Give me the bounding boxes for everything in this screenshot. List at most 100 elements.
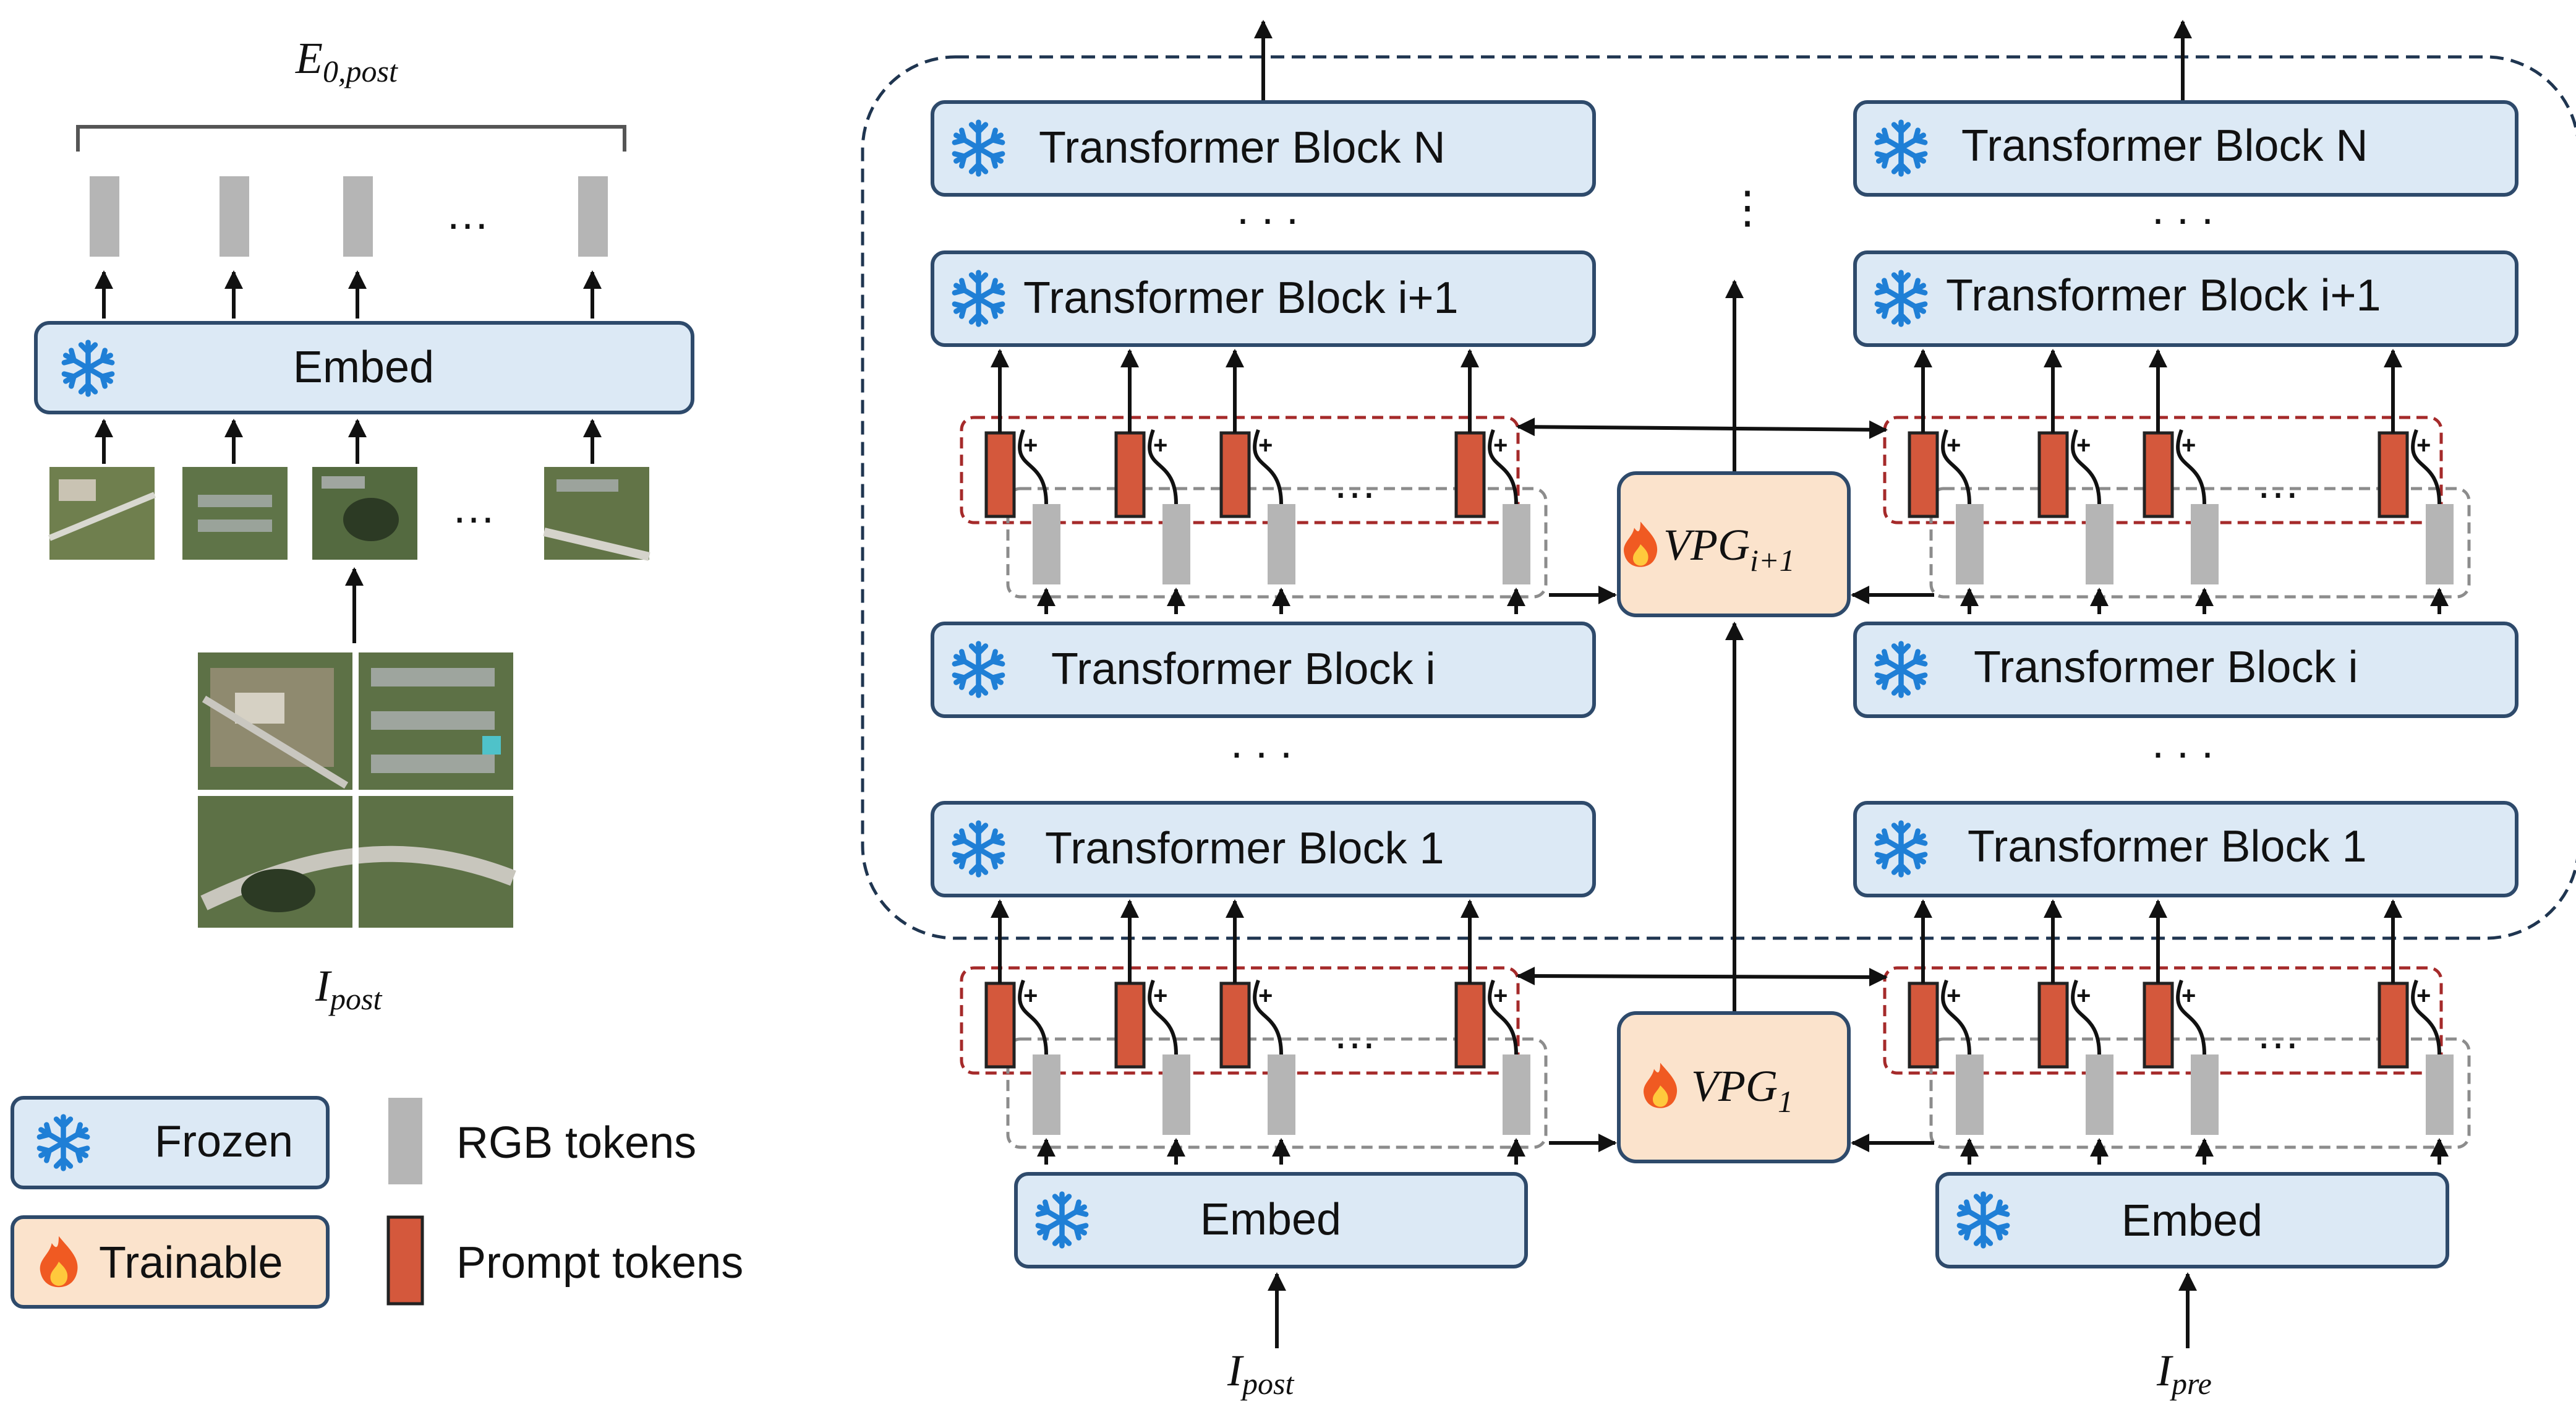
rgb-token [2086, 1054, 2113, 1135]
post-low-prompt-region [960, 966, 1520, 1075]
patch-4 [543, 467, 650, 561]
output-tokens [90, 176, 608, 257]
plus-sign: + [1947, 432, 1961, 459]
legend: Frozen Trainable RGB tokens Prompt token… [11, 1096, 743, 1309]
rgb-token [1033, 1054, 1060, 1135]
pre-block-1-label: Transformer Block 1 [1968, 822, 2367, 871]
pre-input-label: Ipre [2156, 1346, 2212, 1401]
pre-block-1 [1853, 801, 2518, 897]
rgb-token [1162, 504, 1190, 584]
plus-sign: + [1023, 982, 1038, 1009]
prompt-token [1454, 431, 1486, 518]
prompt-token [1219, 982, 1251, 1069]
vpg-top [1617, 471, 1851, 617]
legend-frozen: Frozen [155, 1117, 293, 1166]
post-block-i1-label: Transformer Block i+1 [1023, 273, 1459, 323]
post-mid-prompt-region [960, 416, 1520, 524]
rgb-token [2426, 1054, 2454, 1135]
embedding-label: E0,post [295, 33, 398, 88]
rgb-token [2086, 504, 2113, 584]
plus-sign: + [2416, 982, 2431, 1009]
post-stream: Transformer Block N . . . Transformer Bl… [931, 20, 1596, 1401]
plus-sign: + [1258, 982, 1273, 1009]
legend-rgb-tokens: RGB tokens [456, 1118, 696, 1168]
token-ellipsis: … [2256, 1009, 2300, 1058]
rgb-token [2426, 504, 2454, 584]
post-dots-1: . . . [1237, 184, 1299, 234]
post-block-i1 [931, 250, 1596, 347]
post-block-1 [931, 801, 1596, 897]
pre-embed [1935, 1172, 2449, 1268]
pre-low-prompt-region [1883, 966, 2443, 1075]
pre-block-n-label: Transformer Block N [1961, 121, 2368, 171]
pre-block-i-label: Transformer Block i [1974, 643, 2358, 692]
ellipsis: … [445, 189, 490, 239]
plus-sign: + [1023, 432, 1038, 459]
token-ellipsis: … [1333, 458, 1377, 508]
legend-frozen-box [11, 1096, 330, 1189]
post-block-1-label: Transformer Block 1 [1045, 824, 1444, 873]
plus-sign: + [1258, 432, 1273, 459]
plus-sign: + [1947, 982, 1961, 1009]
plus-sign: + [2181, 432, 2196, 459]
rgb-token [1033, 504, 1060, 584]
pre-dots-2: . . . [2152, 718, 2214, 768]
left-input-label: Ipost [315, 961, 382, 1016]
merge-curve [1488, 429, 1518, 505]
rgb-token [2191, 504, 2219, 584]
post-embed-label: Embed [1200, 1195, 1341, 1244]
merge-curve [1148, 429, 1178, 505]
rgb-token [1503, 1054, 1530, 1135]
token-ellipsis: … [1333, 1009, 1377, 1058]
prompt-token [2037, 982, 2069, 1069]
left-embed-block [34, 321, 694, 414]
token-groups: ++++…++++…++++…++++… [960, 349, 2471, 1165]
plus-sign: + [1153, 982, 1167, 1009]
prompt-token [1219, 431, 1251, 518]
legend-rgb-swatch [388, 1098, 422, 1184]
patch-ellipsis: … [451, 483, 496, 532]
legend-prompt-tokens: Prompt tokens [456, 1238, 743, 1288]
merge-curve [1253, 429, 1283, 505]
merge-curve [2411, 429, 2441, 505]
pre-mid-prompt-region [1883, 416, 2443, 524]
rgb-token [1162, 1054, 1190, 1135]
post-block-i-label: Transformer Block i [1051, 644, 1435, 694]
rgb-token [1956, 504, 1984, 584]
merge-curve [1488, 979, 1518, 1055]
prompt-token [2037, 431, 2069, 518]
prompt-token [2143, 982, 2174, 1069]
vpg-bottom-label: VPG1 [1691, 1061, 1793, 1119]
post-block-n-label: Transformer Block N [1039, 123, 1445, 173]
left-panel: E0,post … Embed [34, 33, 694, 1016]
post-dots-2: . . . [1230, 718, 1292, 768]
merge-curve [2071, 429, 2101, 505]
plus-sign: + [1493, 432, 1508, 459]
plus-sign: + [1493, 982, 1508, 1009]
prompt-token [1114, 982, 1146, 1069]
prompt-token [1454, 982, 1486, 1069]
rgb-token [1956, 1054, 1984, 1135]
vpg-center: ⋮ VPGi+1 VPG1 [1516, 183, 1934, 1163]
prompt-token [1908, 431, 1939, 518]
prompt-token [2143, 431, 2174, 518]
pre-block-i1-label: Transformer Block i+1 [1946, 271, 2381, 320]
token-ellipsis: … [2256, 458, 2300, 508]
rgb-token [1268, 504, 1295, 584]
plus-sign: + [2416, 432, 2431, 459]
pre-dots-1: . . . [2152, 184, 2214, 234]
merge-curve [1018, 429, 1048, 505]
merge-curve [2411, 979, 2441, 1055]
pre-block-i [1853, 622, 2518, 718]
legend-trainable-box [11, 1215, 330, 1309]
merge-curve [2176, 429, 2206, 505]
pre-block-n [1853, 100, 2518, 197]
prompt-token [2378, 431, 2409, 518]
center-vertical-dots: ⋮ [1725, 183, 1770, 233]
plus-sign: + [2076, 432, 2091, 459]
merge-curve [1941, 979, 1971, 1055]
prompt-token [984, 431, 1016, 518]
prompt-token [984, 982, 1016, 1069]
post-input-label: Ipost [1227, 1346, 1294, 1401]
plus-sign: + [1153, 432, 1167, 459]
